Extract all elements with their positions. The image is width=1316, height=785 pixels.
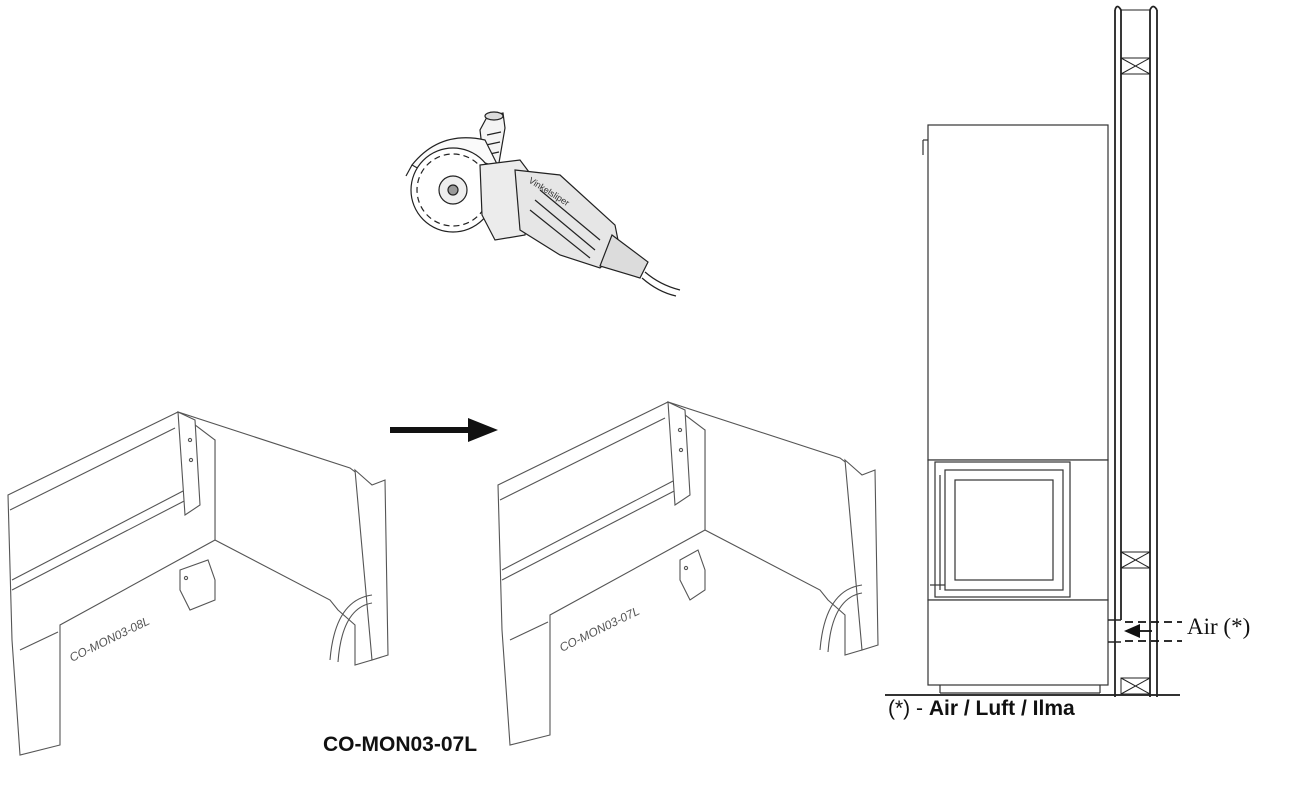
left-fireclay-brick	[7, 411, 389, 756]
stove-side-view	[885, 124, 1180, 696]
caption-air-text: Air / Luft / Ilma	[928, 697, 1075, 720]
left-brick-code: CO-MON03-08L	[67, 614, 152, 665]
right-brick-code: CO-MON03-07L	[557, 604, 642, 655]
wall-section	[1108, 5, 1158, 697]
caption-part-code: CO-MON03-07L	[323, 733, 478, 756]
caption-air-legend: (*) - Air / Luft / Ilma	[888, 697, 1075, 721]
air-label: Air (*)	[1187, 614, 1251, 639]
direction-arrow	[390, 418, 498, 442]
air-flow-arrows	[1124, 621, 1182, 642]
caption-air-prefix: (*) -	[888, 697, 929, 720]
angle-grinder-illustration	[405, 111, 681, 297]
right-fireclay-brick	[497, 401, 879, 746]
